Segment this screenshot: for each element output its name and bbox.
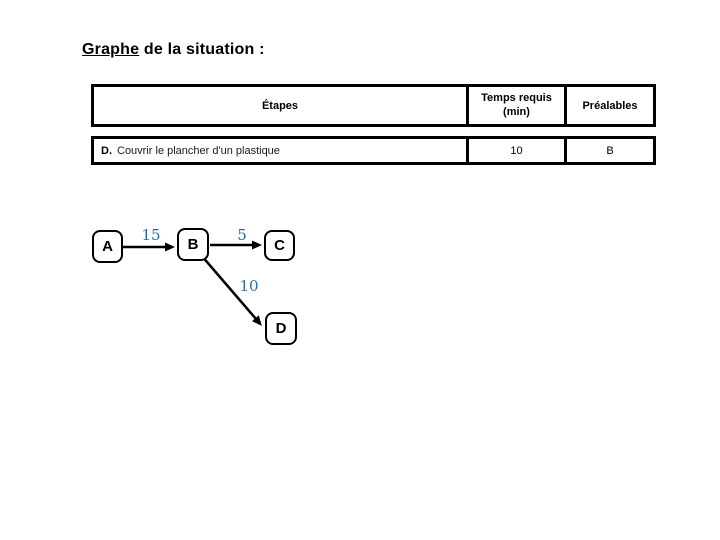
edge-b-d: [200, 254, 262, 326]
row-step-letter: D.: [101, 144, 112, 157]
edge-weight-a-b: 15: [141, 226, 161, 244]
header-cell-prealables: Préalables: [564, 87, 653, 124]
row-step-text: Couvrir le plancher d'un plastique: [117, 144, 280, 157]
header-cell-etapes: Étapes: [261, 99, 299, 112]
table-header: Étapes Temps requis (min) Préalables: [91, 84, 656, 127]
edge-weight-b-d: 10: [239, 277, 259, 295]
node-D: D: [265, 312, 297, 345]
row-cell-prealable: B: [564, 139, 653, 162]
node-A: A: [92, 230, 123, 263]
title-rest: de la situation :: [139, 41, 265, 58]
node-B: B: [177, 228, 209, 261]
node-C: C: [264, 230, 295, 261]
table-row: D. Couvrir le plancher d'un plastique 10…: [91, 136, 656, 165]
row-cell-description: D. Couvrir le plancher d'un plastique: [94, 139, 466, 162]
graph-diagram: A B C D 15 5 10: [80, 221, 320, 361]
title-word-underlined: Graphe: [82, 41, 140, 58]
header-temps-line1: Temps requis: [481, 91, 552, 104]
page-title: Graphe de la situation :: [82, 41, 265, 59]
header-temps-line2: (min): [503, 105, 530, 118]
graph-edges: [123, 240, 262, 326]
edge-weight-b-c: 5: [237, 226, 247, 244]
row-cell-temps: 10: [466, 139, 564, 162]
header-cell-temps-requis: Temps requis (min): [466, 87, 564, 124]
